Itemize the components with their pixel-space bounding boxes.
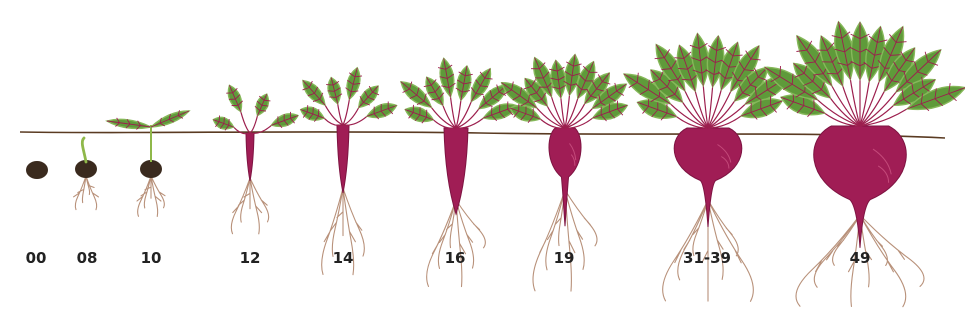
stage-label-31-39: 31-39 [683,249,731,267]
root-hairs [137,176,165,216]
beet-root [814,126,907,248]
beet-root [246,133,254,181]
petiole [343,116,367,125]
stage-label-12: 12 [240,249,261,267]
stage-label-08: 08 [77,249,98,267]
stage-label-16: 16 [445,249,466,267]
petiole [241,112,250,133]
petiole [860,81,869,126]
plant-stage-00 [26,161,48,179]
stage-label-19: 19 [554,249,575,267]
stage-label-10: 10 [141,249,162,267]
petiole [250,116,258,133]
root-hairs [74,176,99,210]
plant-stage-14 [301,68,397,275]
plant-stage-10 [107,110,189,216]
seed [140,160,162,178]
petiole [565,95,570,128]
sprout [82,138,86,162]
soil-line [20,132,945,138]
root-hairs [231,178,268,234]
stage-label-00: 00 [26,249,47,267]
beet-root [444,128,468,214]
stage-label-14: 14 [333,249,354,267]
petiole [561,98,565,128]
beet-root [337,125,349,193]
plant-stage-12 [213,85,298,233]
petiole [850,79,860,126]
beet-root [549,128,581,226]
petiole [324,118,343,125]
plant-stage-08 [74,138,99,210]
beet-root [674,128,742,227]
seed [26,161,48,179]
stage-label-49: 49 [850,249,871,267]
